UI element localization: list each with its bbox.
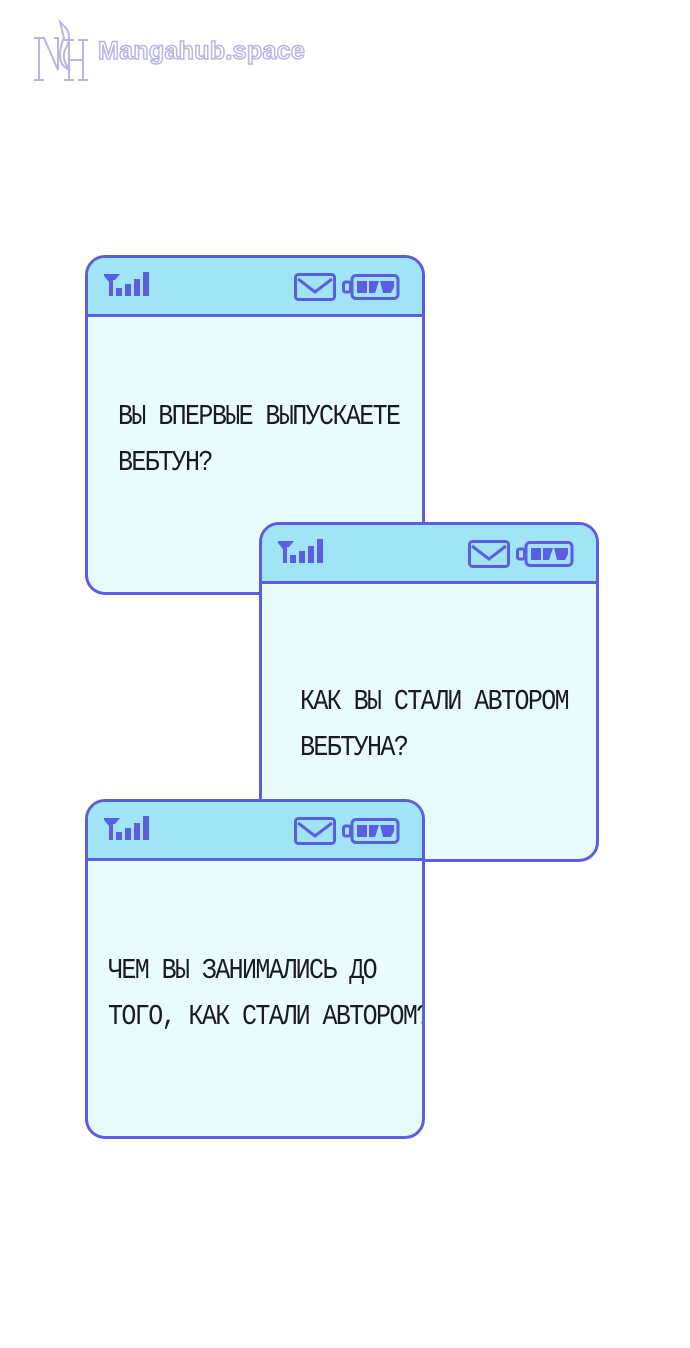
watermark-text: Mangahub.space [97,36,306,66]
message-line: Вы впервые выпускаете [118,399,401,434]
signal-icon [278,539,323,563]
message-text: Как вы стали автором вебтуна? [300,679,570,771]
message-line: Как вы стали автором [300,684,570,719]
message-line: вебтуна? [300,730,409,765]
watermark-logo: Mangahub.space [30,18,305,84]
message-card-2: Как вы стали автором вебтуна? [259,522,599,862]
status-bar [88,258,422,317]
message-text: Вы впервые выпускаете вебтун? [118,394,401,486]
signal-icon [104,816,149,840]
message-line: вебтун? [118,445,213,480]
battery-icon [342,818,400,844]
battery-icon [516,541,574,567]
envelope-icon [294,817,336,845]
message-card-1: Вы впервые выпускаете вебтун? [85,255,425,595]
battery-icon [342,274,400,300]
message-line: Чем вы занимались до [108,953,378,988]
logo-icon [34,18,88,81]
envelope-icon [294,273,336,301]
message-text: Чем вы занимались до того, как стали авт… [108,948,425,1040]
status-bar [88,802,422,861]
signal-icon [104,272,149,296]
message-line: того, как стали автором? [108,999,425,1034]
status-bar [262,525,596,584]
envelope-icon [468,540,510,568]
message-card-3: Чем вы занимались до того, как стали авт… [85,799,425,1139]
